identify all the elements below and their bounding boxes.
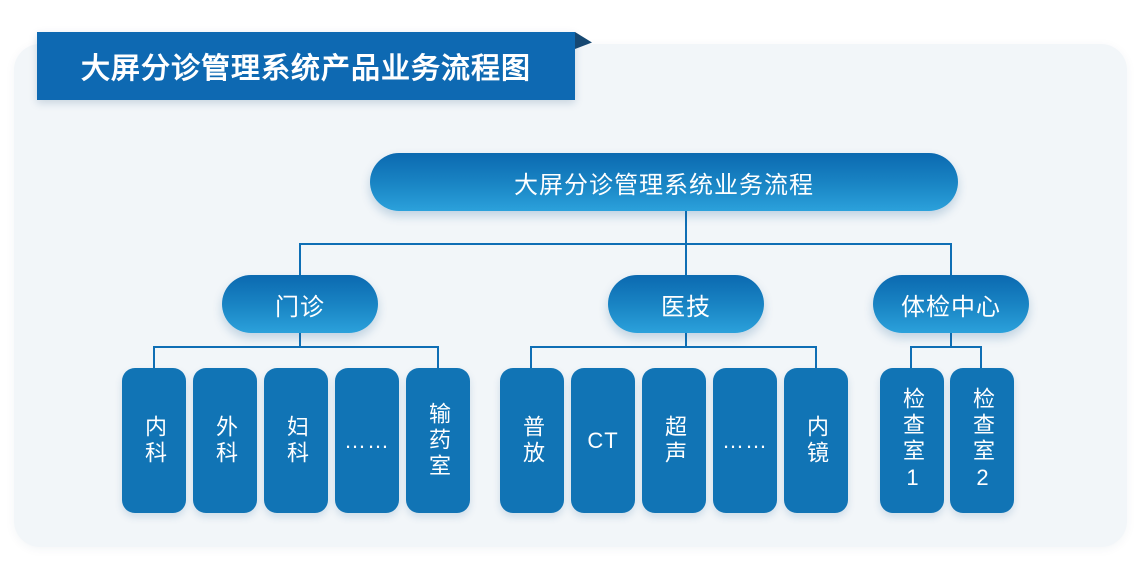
leaf-label: 超声 <box>662 414 687 467</box>
leaf-label: 内镜 <box>804 414 829 467</box>
leaf-label: 妇科 <box>284 414 309 467</box>
leaf-node-exam-room-1: 检查室1 <box>880 368 944 513</box>
title-banner: 大屏分诊管理系统产品业务流程图 <box>37 32 575 100</box>
leaf-label: …… <box>344 427 390 453</box>
leaf-label: 外科 <box>213 414 238 467</box>
leaf-node-waike: 外科 <box>193 368 257 513</box>
branch-label: 体检中心 <box>901 293 1001 321</box>
leaf-node-chaosheng: 超声 <box>642 368 706 513</box>
branch-label: 医技 <box>661 293 711 321</box>
leaf-node-ellipsis-1: …… <box>335 368 399 513</box>
leaf-node-ct: CT <box>571 368 635 513</box>
leaf-label: 内科 <box>142 414 167 467</box>
leaf-node-pufang: 普放 <box>500 368 564 513</box>
branch-node-outpatient: 门诊 <box>222 275 378 333</box>
leaf-node-fuke: 妇科 <box>264 368 328 513</box>
leaf-label: 输药室 <box>426 401 451 480</box>
page-title: 大屏分诊管理系统产品业务流程图 <box>80 53 531 85</box>
branch-label: 门诊 <box>275 293 325 321</box>
root-node-label: 大屏分诊管理系统业务流程 <box>514 171 814 199</box>
leaf-label: 检查室2 <box>970 387 995 494</box>
leaf-node-neijing: 内镜 <box>784 368 848 513</box>
leaf-label: CT <box>587 427 619 453</box>
leaf-node-ellipsis-2: …… <box>713 368 777 513</box>
branch-node-medtech: 医技 <box>608 275 764 333</box>
leaf-label: 普放 <box>520 414 545 467</box>
leaf-label: 检查室1 <box>900 387 925 494</box>
root-node: 大屏分诊管理系统业务流程 <box>370 153 958 211</box>
branch-node-exam-center: 体检中心 <box>873 275 1029 333</box>
leaf-node-exam-room-2: 检查室2 <box>950 368 1014 513</box>
leaf-node-neike: 内科 <box>122 368 186 513</box>
leaf-node-shuyaoshi: 输药室 <box>406 368 470 513</box>
leaf-label: …… <box>722 427 768 453</box>
